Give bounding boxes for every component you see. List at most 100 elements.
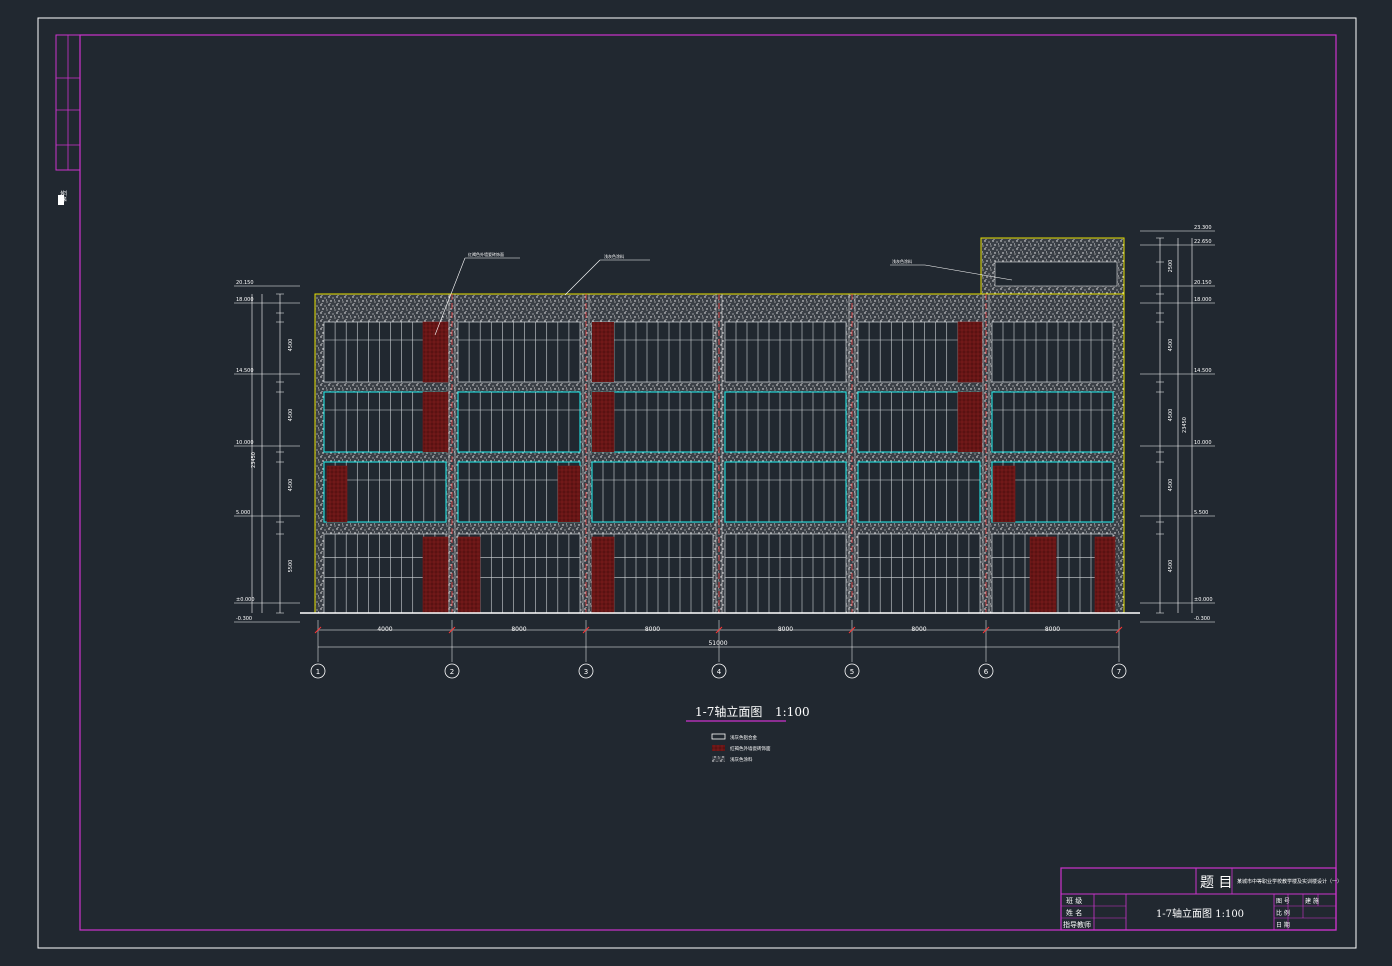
legend-swatch-frame — [711, 733, 726, 740]
window-frame — [724, 391, 847, 453]
dimension-tick — [448, 626, 456, 634]
window-band — [991, 391, 1114, 453]
tb-row-advisor: 指导教师 — [1063, 920, 1091, 929]
level-label: ±0.000 — [1194, 597, 1213, 603]
dimension-tick — [982, 626, 990, 634]
tb-right-drawing-no: 图 号 — [1276, 898, 1290, 905]
dimension-chain-right — [1159, 238, 1193, 613]
window-frame — [457, 321, 581, 383]
window-band — [724, 461, 847, 523]
window-frame — [857, 461, 981, 523]
window-frame — [991, 391, 1114, 453]
tb-right-date: 日 期 — [1276, 921, 1290, 929]
bay-dimension: 8000 — [911, 626, 926, 633]
window-band — [591, 461, 714, 523]
callout-paint-tower: 浅灰色涂料 — [892, 258, 912, 264]
axis-bubble — [578, 663, 594, 679]
legend-label-paint: 浅灰色涂料 — [730, 756, 753, 763]
legend: 浅灰色铝合金 红褐色外墙瓷砖饰面 浅灰色涂料 — [711, 733, 771, 763]
tile-panel — [591, 536, 615, 614]
height-dimension: 4500 — [1168, 339, 1174, 352]
height-dimension: 4500 — [288, 479, 294, 492]
bay-dimension: 8000 — [511, 626, 526, 633]
height-dimension: 4500 — [1168, 560, 1174, 573]
building-elevation — [314, 237, 1125, 614]
axis-label: 2 — [450, 668, 454, 676]
height-dimension: 5500 — [288, 560, 294, 573]
dimension-tick — [715, 626, 723, 634]
sign-strip — [55, 34, 81, 205]
axis-label: 5 — [850, 668, 854, 676]
height-dimension: 4500 — [1168, 479, 1174, 492]
legend-label-frame: 浅灰色铝合金 — [730, 734, 757, 741]
window-frame — [457, 391, 581, 453]
callout-paint: 浅灰色涂料 — [604, 253, 624, 259]
bay-dimension: 8000 — [1045, 626, 1060, 633]
tb-row-class: 班 级 — [1066, 896, 1082, 905]
tb-project-name: 某城市中等职业学校教学楼及实训楼设计（一） — [1237, 878, 1342, 885]
tb-row-name: 姓 名 — [1066, 908, 1082, 917]
axis-bubble — [1111, 663, 1127, 679]
window-frame — [857, 533, 981, 614]
tb-right-discipline: 建 施 — [1305, 897, 1319, 905]
tile-panel — [1094, 536, 1116, 614]
view-title: 1-7轴立面图 — [695, 704, 762, 719]
window-band — [457, 391, 581, 453]
tile-panel — [422, 321, 449, 383]
window-band — [457, 321, 581, 383]
drawing-frame — [79, 34, 1337, 931]
tb-right-scale: 比 例 — [1276, 909, 1290, 917]
axis-label: 4 — [717, 668, 722, 676]
level-label: 20.150 — [1194, 280, 1212, 286]
dimension-tick — [1115, 626, 1123, 634]
tile-panel — [422, 536, 449, 614]
axis-bubble — [711, 663, 727, 679]
window-band — [857, 461, 981, 523]
level-label: 14.500 — [1194, 368, 1212, 374]
level-label: 22.650 — [1194, 239, 1212, 245]
level-label: 18.000 — [1194, 297, 1212, 303]
view-scale: 1:100 — [775, 705, 810, 719]
height-dimension: 2500 — [1168, 260, 1174, 273]
tile-panel — [957, 321, 983, 383]
window-band — [991, 321, 1114, 383]
axis-bubble — [978, 663, 994, 679]
tile-panel — [591, 391, 615, 453]
callout-leaders — [434, 257, 1013, 336]
tile-panel — [326, 465, 348, 523]
legend-swatch-paint — [712, 756, 725, 762]
window-band — [724, 533, 847, 614]
dimension-tick — [582, 626, 590, 634]
axis-label: 3 — [584, 668, 588, 676]
level-label: 10.000 — [1194, 440, 1212, 446]
axis-bubble — [444, 663, 460, 679]
window-frame — [724, 461, 847, 523]
level-label: ±0.000 — [236, 597, 255, 603]
height-dimension: 4500 — [1168, 409, 1174, 422]
tile-panel — [422, 391, 449, 453]
height-dimension: 4500 — [288, 409, 294, 422]
tile-panel — [1029, 536, 1057, 614]
axis-label: 6 — [984, 668, 989, 676]
window-frame — [724, 533, 847, 614]
level-label: -0.300 — [1194, 616, 1210, 622]
level-label: 5.000 — [236, 510, 250, 516]
tile-panel — [557, 465, 581, 523]
tb-project-heading: 题 目 — [1200, 875, 1232, 891]
window-frame — [991, 321, 1114, 383]
bay-dimension: 8000 — [778, 626, 793, 633]
total-dimension: 51000 — [708, 640, 727, 647]
axis-bubble — [310, 663, 326, 679]
tile-panel — [957, 391, 983, 453]
sheet-border — [37, 17, 1357, 949]
tile-panel — [592, 322, 614, 382]
bay-dimension: 4000 — [377, 626, 392, 633]
tile-panel — [992, 465, 1016, 523]
height-dimension: 23450 — [251, 452, 257, 468]
level-label: 23.300 — [1194, 225, 1212, 231]
dimension-tick — [848, 626, 856, 634]
level-label: 10.000 — [236, 440, 254, 446]
axis-label: 7 — [1117, 668, 1121, 676]
dimension-tick — [314, 626, 322, 634]
